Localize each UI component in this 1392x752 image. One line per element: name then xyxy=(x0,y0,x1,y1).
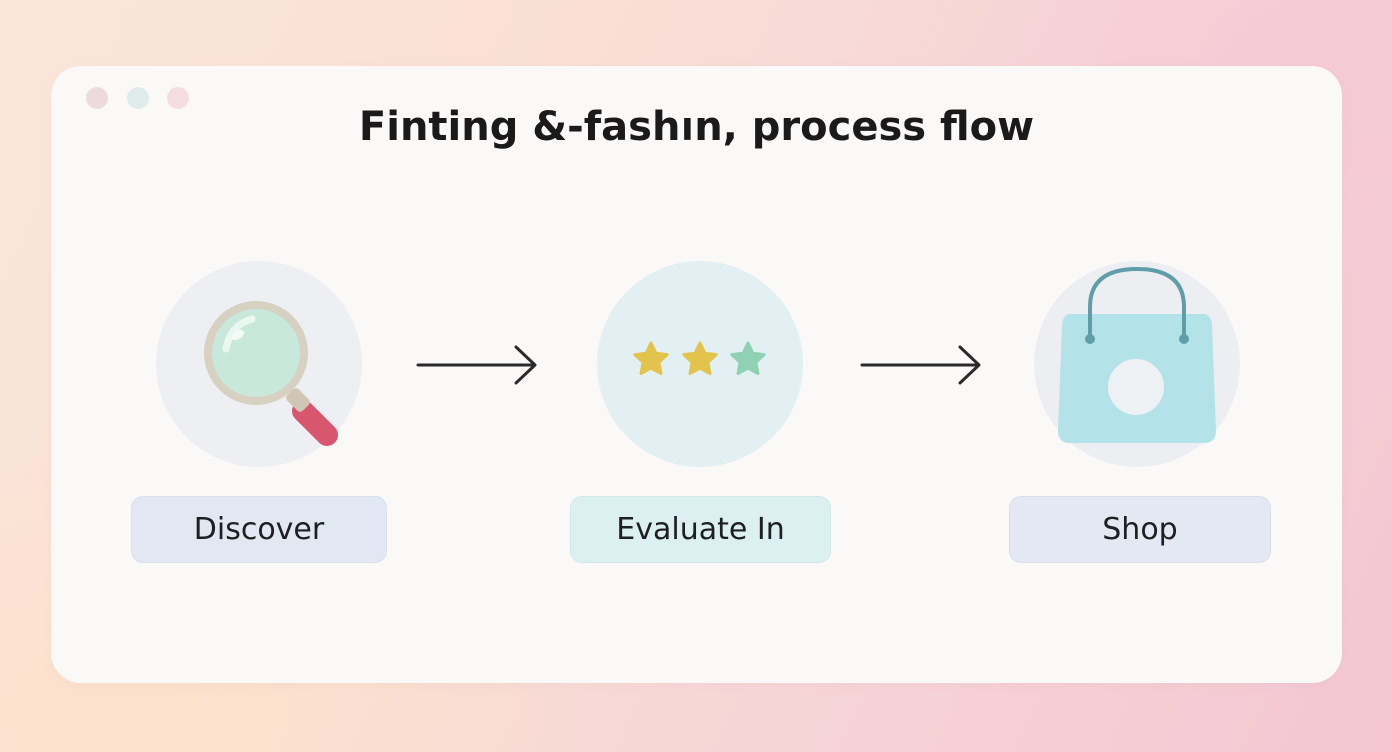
magnifying-glass-icon xyxy=(204,301,339,447)
step-discover-circle xyxy=(156,261,362,467)
star-icon xyxy=(633,341,669,375)
window-control-dot-minimize[interactable] xyxy=(127,87,149,109)
star-icon xyxy=(730,341,766,375)
step-label-evaluate[interactable]: Evaluate In xyxy=(570,496,831,563)
step-label-discover[interactable]: Discover xyxy=(131,496,387,563)
arrow-right-icon xyxy=(860,345,981,385)
star-rating-icon xyxy=(633,341,766,375)
shopping-bag-icon xyxy=(1058,266,1216,443)
step-evaluate-circle xyxy=(597,261,803,467)
page-title: Finting &-fashוn, process flow xyxy=(358,104,1035,150)
arrow-right-icon xyxy=(416,345,537,385)
window-control-dot-maximize[interactable] xyxy=(167,87,189,109)
step-label-shop[interactable]: Shop xyxy=(1009,496,1271,563)
star-icon xyxy=(682,341,718,375)
step-shop-circle xyxy=(1034,261,1240,467)
process-flow-window: Finting &-fashוn, process flow xyxy=(51,66,1342,683)
window-control-dot-close[interactable] xyxy=(86,87,108,109)
